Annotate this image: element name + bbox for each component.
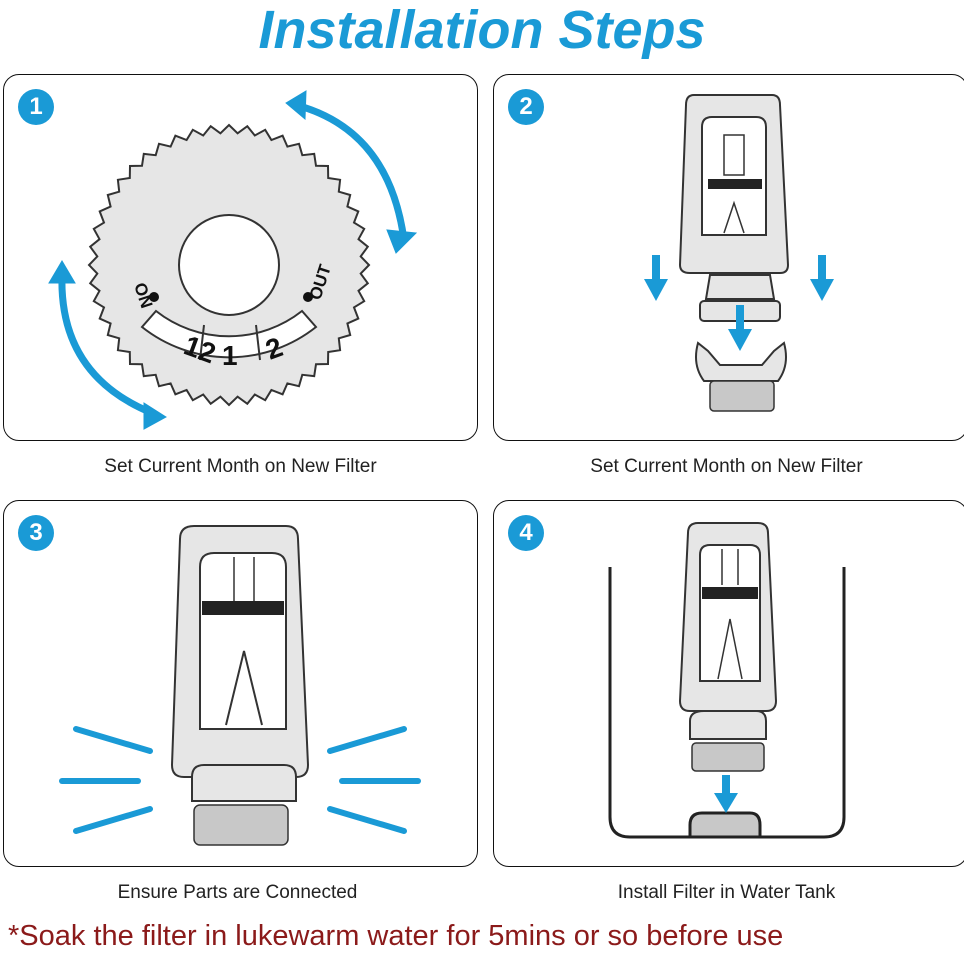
step-3-caption: Ensure Parts are Connected xyxy=(117,882,358,903)
step-4-illustration xyxy=(608,522,846,839)
page-title: Installation Steps xyxy=(258,0,706,60)
step-2-illustration xyxy=(644,94,834,412)
soak-note: *Soak the filter in lukewarm water for 5… xyxy=(8,920,784,952)
step-1-panel: ON OUT 12 1 2 1 xyxy=(3,74,478,441)
out-dot xyxy=(303,292,313,302)
rotate-arrow-icon xyxy=(48,260,167,430)
connect-lines-icon xyxy=(59,726,421,834)
down-arrow-icon xyxy=(728,305,752,351)
step-3-panel: 3 xyxy=(3,500,478,867)
on-dot xyxy=(149,292,159,302)
step-1-caption: Set Current Month on New Filter xyxy=(104,456,377,477)
step-2-caption: Set Current Month on New Filter xyxy=(590,456,863,477)
step-number-badge: 3 xyxy=(18,515,54,551)
rotate-arrow-icon xyxy=(285,90,418,254)
filter-cartridge xyxy=(678,522,778,772)
down-arrow-icon xyxy=(644,255,668,301)
step-number-badge: 2 xyxy=(508,89,544,125)
dial-month-1: 1 xyxy=(222,340,238,371)
step-4-panel: 4 xyxy=(493,500,964,867)
step-3-illustration xyxy=(59,525,421,846)
step-number-badge: 1 xyxy=(18,89,54,125)
tank-socket xyxy=(688,811,762,839)
step-4-caption: Install Filter in Water Tank xyxy=(617,882,836,903)
filter-base xyxy=(695,341,787,412)
filter-cartridge xyxy=(678,94,790,322)
month-dial xyxy=(87,123,371,407)
down-arrow-icon xyxy=(714,775,738,813)
step-1-illustration: ON OUT 12 1 2 xyxy=(48,90,418,430)
step-number-badge: 4 xyxy=(508,515,544,551)
filter-cartridge xyxy=(170,525,310,846)
step-2-panel: 2 xyxy=(493,74,964,441)
down-arrow-icon xyxy=(810,255,834,301)
